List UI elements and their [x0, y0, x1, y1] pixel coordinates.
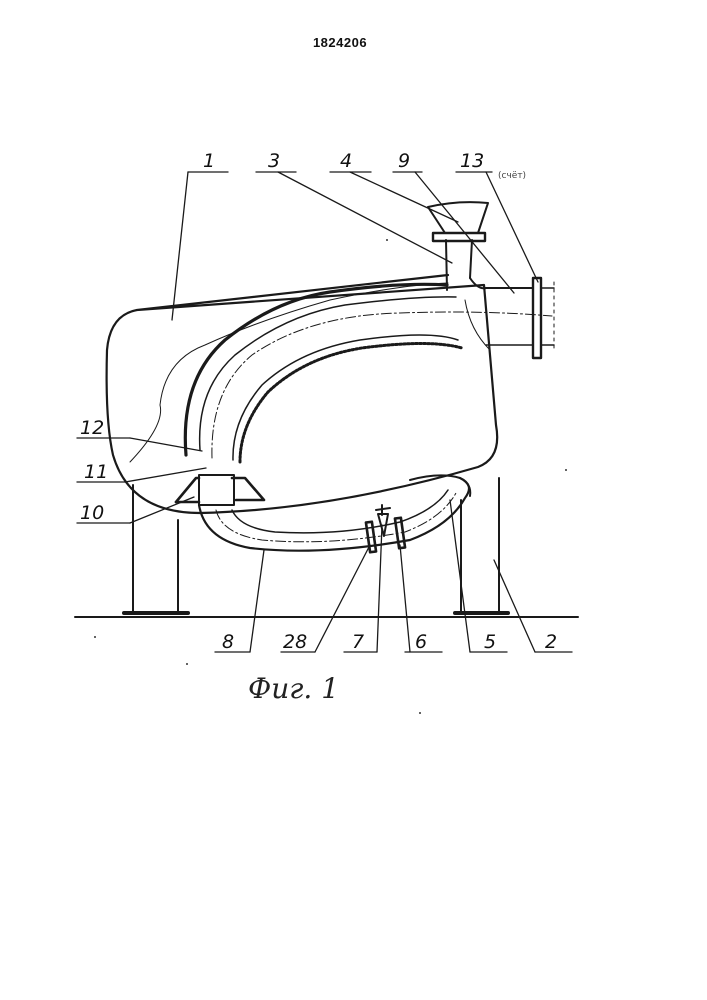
curved-pipe-inner [233, 335, 458, 460]
figure-caption: Фиг. 1 [248, 672, 358, 705]
neck-pipe [446, 240, 486, 290]
leader-lines [77, 172, 572, 652]
marginal-mark: (счёт) [498, 171, 526, 181]
label-5: 5 [484, 631, 496, 653]
right-support-leg [455, 478, 508, 613]
neck-flange [433, 233, 485, 241]
bottom-u-tube-inner [232, 490, 448, 533]
label-1: 1 [203, 150, 215, 172]
lower-fitting [176, 475, 264, 505]
label-4: 4 [340, 150, 352, 172]
label-8: 8 [222, 631, 234, 653]
curved-pipe-inner-hatch [240, 344, 462, 463]
label-7: 7 [352, 631, 364, 653]
label-6: 6 [415, 631, 427, 653]
label-11: 11 [84, 461, 108, 483]
label-13: 13 [460, 150, 484, 172]
outlet-pipe [486, 278, 554, 358]
label-10: 10 [80, 502, 104, 524]
curved-pipe-outer [185, 284, 447, 455]
vessel-inner-contour [130, 283, 448, 462]
funnel [428, 202, 488, 233]
label-9: 9 [398, 150, 410, 172]
label-12: 12 [80, 417, 104, 439]
label-28: 28 [283, 631, 307, 653]
vessel-body [107, 275, 498, 513]
label-2: 2 [545, 631, 557, 653]
label-3: 3 [268, 150, 280, 172]
bottom-u-tube-outer [199, 478, 469, 551]
